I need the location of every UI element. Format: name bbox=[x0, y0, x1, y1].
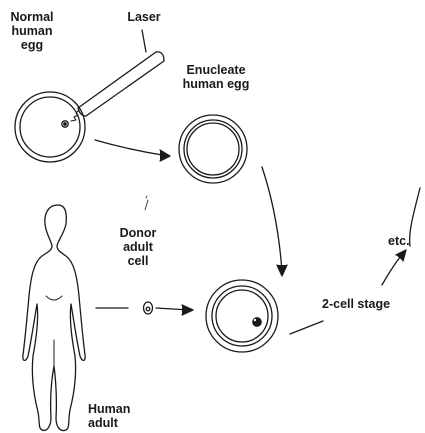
connector-two-cell bbox=[290, 321, 323, 334]
arrow-to-enucleate bbox=[95, 140, 170, 161]
enucleate-egg-label-line1: Enucleate bbox=[166, 63, 266, 77]
enucleate-egg bbox=[179, 115, 247, 183]
human-adult-label: Human adult bbox=[88, 402, 148, 430]
normal-egg bbox=[15, 92, 85, 162]
two-cell-stage-label: 2-cell stage bbox=[322, 297, 418, 311]
fused-egg bbox=[206, 280, 278, 352]
laser-label: Laser bbox=[116, 10, 172, 24]
human-adult-label-line1: Human bbox=[88, 402, 148, 416]
donor-cell-label-line1: Donor bbox=[108, 226, 168, 240]
normal-egg-label-line2: human bbox=[2, 24, 62, 38]
normal-egg-label: Normal human egg bbox=[2, 10, 62, 52]
arrow-donor-to-fused bbox=[156, 305, 193, 315]
donor-cell-label-line2: adult bbox=[108, 240, 168, 254]
scratch-mark bbox=[145, 200, 148, 210]
laser-pipette bbox=[71, 30, 164, 121]
donor-cell-label-line3: cell bbox=[108, 254, 168, 268]
human-adult-label-line2: adult bbox=[88, 416, 148, 430]
enucleate-egg-label: Enucleate human egg bbox=[166, 63, 266, 91]
arrow-to-etc bbox=[382, 250, 406, 285]
arrow-enucleate-to-fused bbox=[262, 167, 287, 276]
normal-egg-label-line3: egg bbox=[2, 38, 62, 52]
normal-egg-label-line1: Normal bbox=[2, 10, 62, 24]
enucleate-egg-label-line2: human egg bbox=[166, 77, 266, 91]
donor-cell-label: Donor adult cell bbox=[108, 226, 168, 268]
human-figure bbox=[23, 205, 85, 431]
donor-cell bbox=[144, 302, 153, 314]
etc-label: etc. bbox=[388, 234, 422, 248]
